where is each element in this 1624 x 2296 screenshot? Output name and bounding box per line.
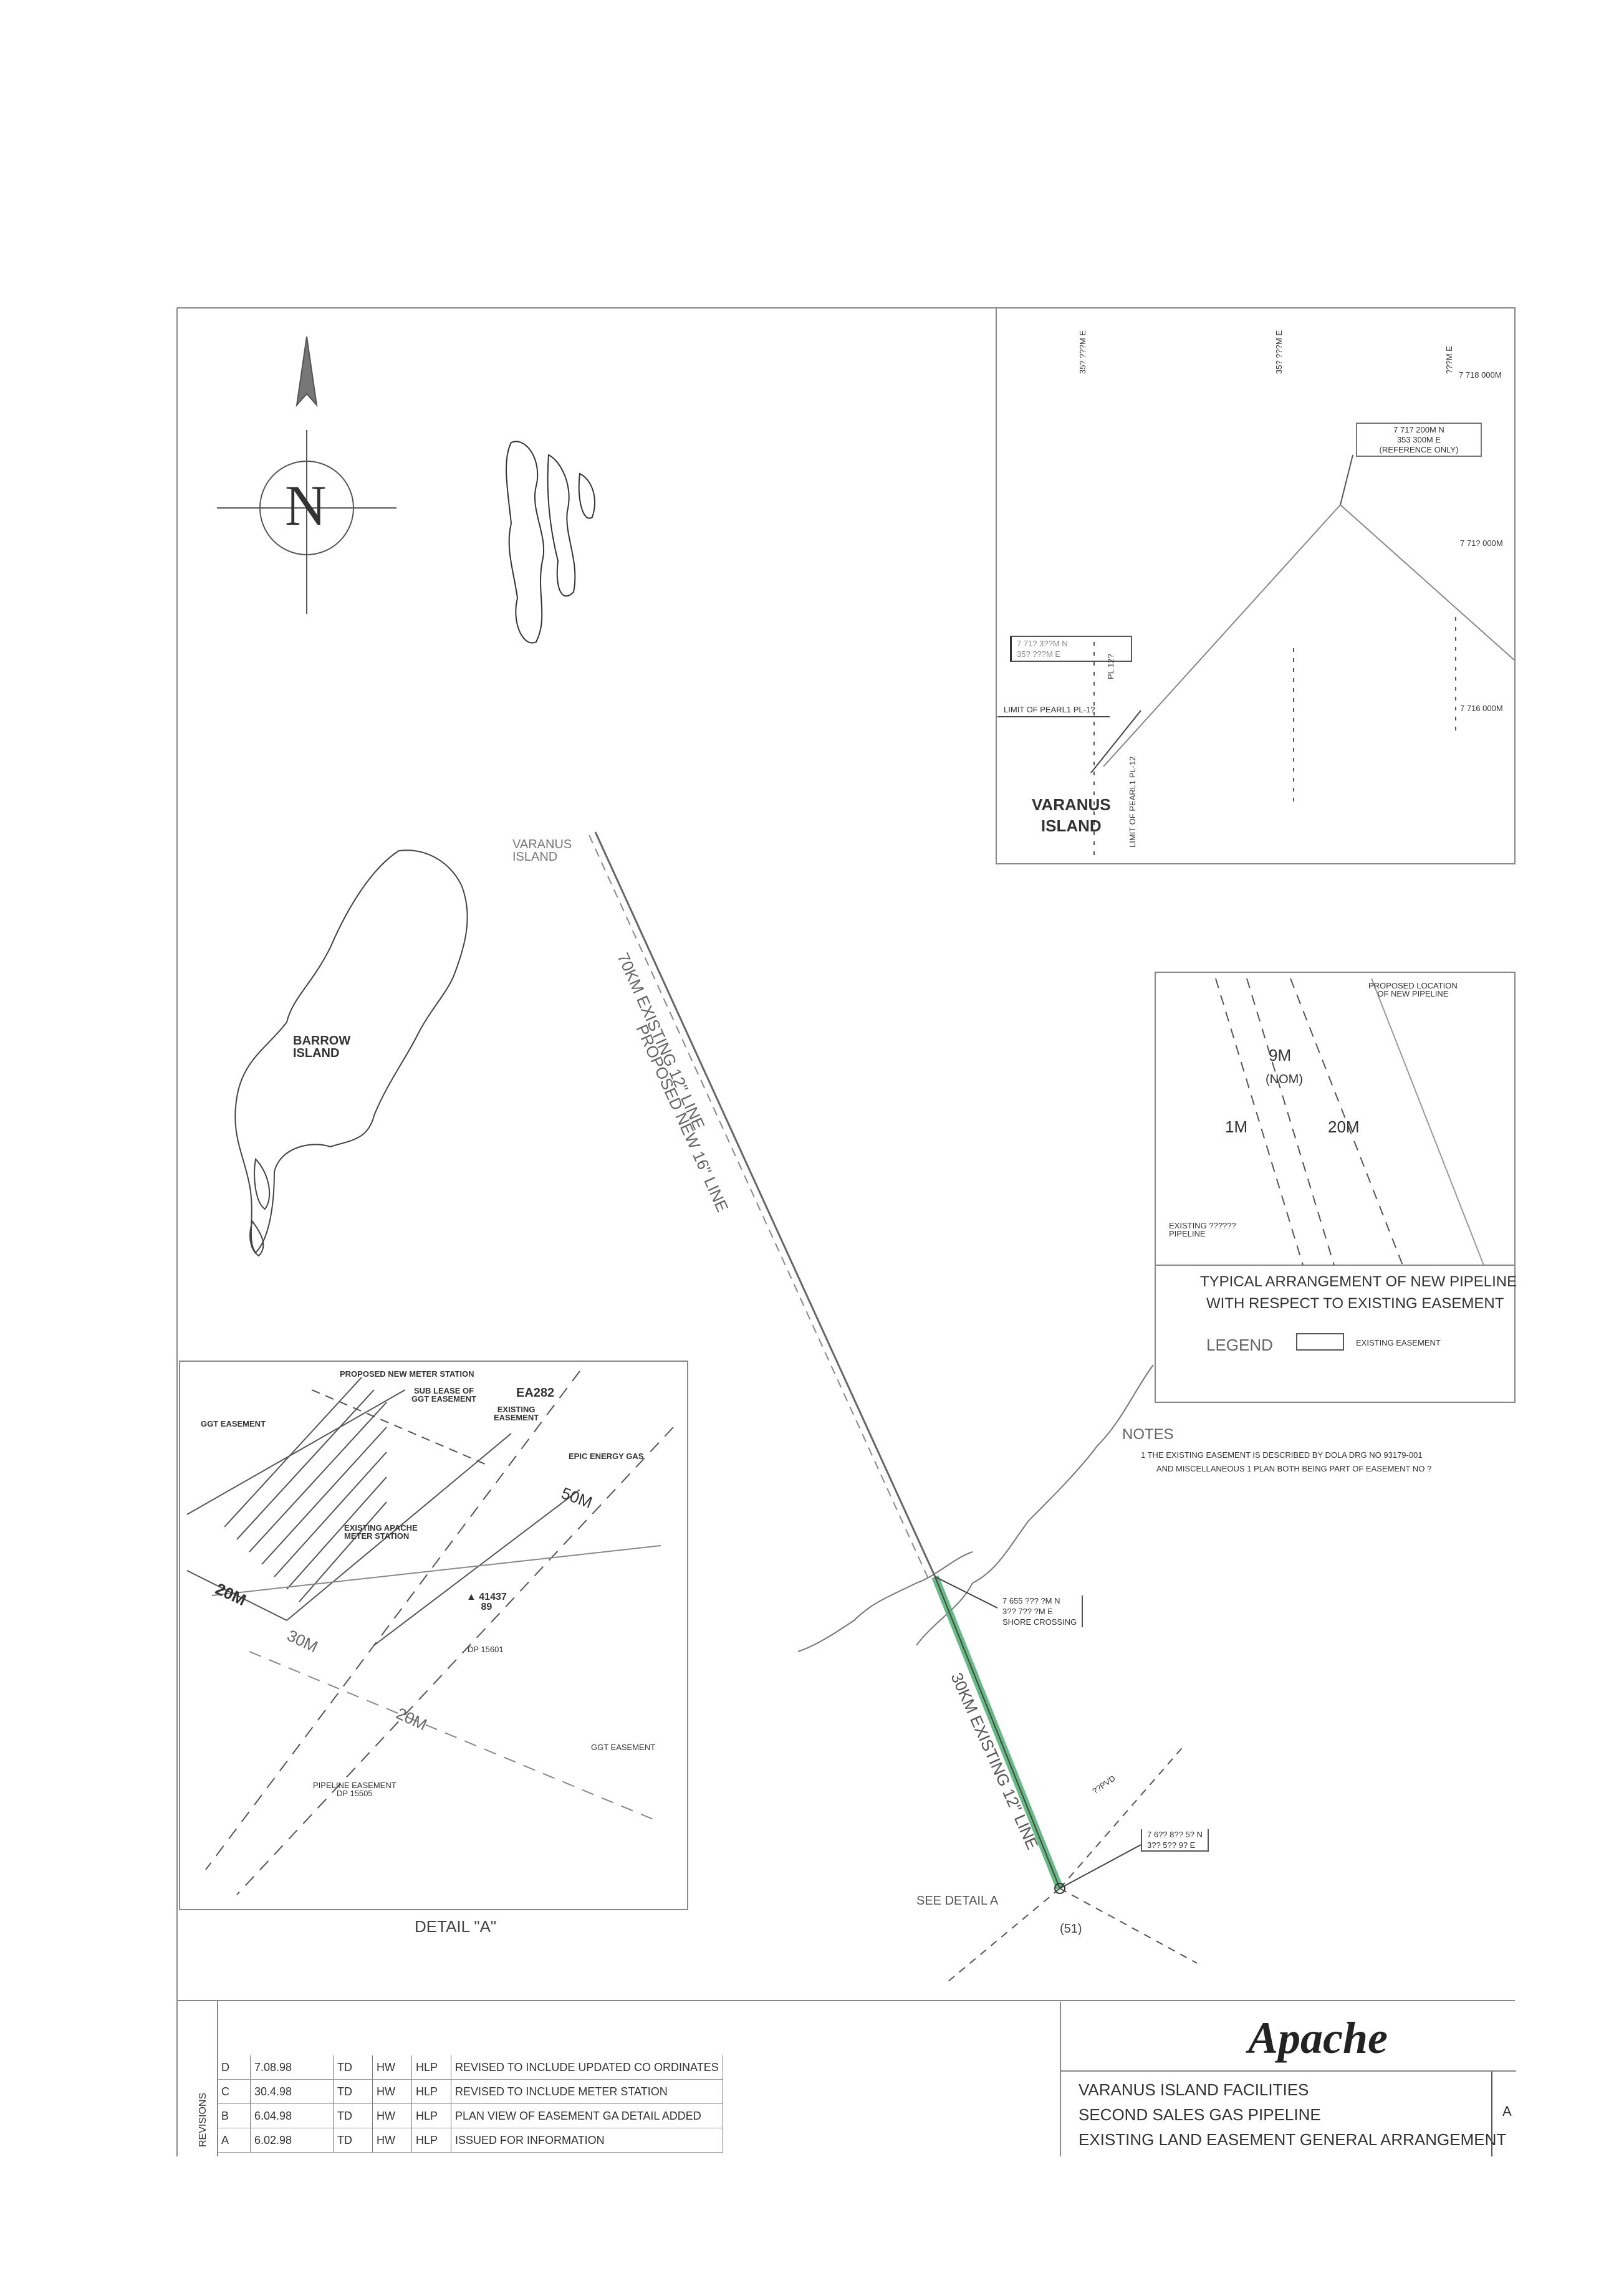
detail-a-hatch [224,1377,387,1602]
inset-small-northing: 7 71? 3??m N [1017,639,1068,648]
revision-rev: A [217,2128,251,2153]
sub-lease-label: SUB LEASE OF GGT EASEMENT [411,1386,477,1404]
arrangement-title-1: TYPICAL ARRANGEMENT OF NEW PIPELINE [1200,1273,1517,1290]
notes-title: NOTES [1122,1426,1174,1443]
revision-rev: C [217,2079,251,2104]
dim-nom: (nom) [1266,1073,1303,1086]
revision-chk: HW [372,2103,412,2128]
revision-chk: HW [372,2055,412,2080]
revision-app: HLP [411,2079,451,2104]
ea-label: EA282 [516,1386,555,1400]
meter-station-label: PROPOSED NEW METER STATION [340,1369,474,1379]
revision-date: 6.04.98 [250,2103,334,2128]
lot-label: ▲ 41437 89 [466,1592,507,1612]
ggt-easement-label: GGT EASEMENT [201,1419,266,1428]
revision-app: HLP [411,2128,451,2153]
title-line-3: EXISTING LAND EASEMENT GENERAL ARRANGEME… [1079,2130,1507,2149]
title-line-1: VARANUS ISLAND FACILITIES [1079,2080,1309,2099]
shore-crossing-box: 7 655 ??? ?m N 3?? 7?? ?m E SHORE CROSSI… [997,1595,1083,1627]
revision-by: TD [333,2103,373,2128]
epic-energy-label: EPIC ENERGY GAS [569,1452,644,1461]
drawing-size: A [1502,2103,1512,2119]
revision-desc: PLAN VIEW OF EASEMENT GA DETAIL ADDED [451,2103,723,2128]
revision-by: TD [333,2055,373,2080]
revisions-header: REVISIONS [198,2092,208,2147]
apache-station-label: EXISTING APACHE METER STATION [344,1523,418,1541]
dp-lot-label: DP 15601 [468,1645,504,1654]
limit-horizontal-label: LIMIT OF PEARL1 PL-1? [1004,705,1095,714]
revision-by: TD [333,2128,373,2153]
inset-small-easting: 35? ???m E [1017,649,1061,659]
see-detail-label: SEE DETAIL A [916,1894,999,1908]
end-point-easting: 3?? 5?? 9? E [1147,1840,1196,1850]
apache-logo: Apache [1248,2013,1388,2063]
inset-col-label-3: ???m E [1444,346,1454,374]
pipeline-easement-label: PIPELINE EASEMENT DP 15505 [313,1781,396,1798]
revision-desc: ISSUED FOR INFORMATION [451,2128,723,2153]
barrow-island-coast [234,849,468,1254]
legend-item: EXISTING EASEMENT [1356,1338,1441,1347]
inset-row-label-3: 7 716 000m [1460,704,1503,713]
inset-row-label-1: 7 718 000m [1459,370,1502,380]
revision-desc: REVISED TO INCLUDE UPDATED CO ORDINATES [451,2055,723,2080]
inset-col-label-1: 35? ???m E [1078,330,1087,374]
dim-1m: 1m [1225,1117,1248,1136]
notes-line-1: 1 THE EXISTING EASEMENT IS DESCRIBED BY … [1141,1450,1423,1460]
inset-small-box: 7 71? 3??m N 35? ???m E [1010,636,1132,662]
revision-rev: B [217,2103,251,2128]
reference-easting: 353 300m E [1396,435,1441,444]
reference-northing: 7 717 200m N [1393,425,1444,434]
inset-row-label-2: 7 71? 000m [1460,538,1503,548]
junction-code: (51) [1060,1922,1082,1936]
barrow-island-label: BARROW ISLAND [293,1034,351,1060]
revision-chk: HW [372,2128,412,2153]
north-arrow [217,336,396,614]
title-block: Apache VARANUS ISLAND FACILITIES SECOND … [1060,2002,1516,2156]
revision-app: HLP [411,2103,451,2128]
detail-a-title: DETAIL "A" [415,1917,497,1936]
limit-vertical-label: LIMIT OF PEARL1 PL-12 [1128,756,1137,848]
end-point-box: 7 6?? 8?? 5? N 3?? 5?? 9? E [1141,1829,1209,1852]
revision-chk: HW [372,2079,412,2104]
north-letter: N [285,474,327,537]
legend-label: LEGEND [1206,1336,1273,1354]
proposed-location-label: PROPOSED LOCATION OF NEW PIPELINE [1368,981,1458,998]
dim-9m: 9m [1269,1046,1292,1064]
shore-crossing-label: SHORE CROSSING [1002,1617,1077,1627]
notes-line-2: AND MISCELLANEOUS 1 PLAN BOTH BEING PART… [1156,1464,1432,1473]
arrangement-title-2: WITH RESPECT TO EXISTING EASEMENT [1206,1295,1504,1312]
inset-col-label-2: 35? ???m E [1274,330,1284,374]
existing-easement-label: EXISTING EASEMENT [494,1405,539,1422]
shore-crossing-easting: 3?? 7?? ?m E [1002,1607,1053,1616]
revision-by: TD [333,2079,373,2104]
end-point-northing: 7 6?? 8?? 5? N [1147,1830,1203,1839]
revision-desc: REVISED TO INCLUDE METER STATION [451,2079,723,2104]
shore-crossing-northing: 7 655 ??? ?m N [1002,1596,1060,1605]
reference-note: (REFERENCE ONLY) [1379,445,1459,454]
revision-app: HLP [411,2055,451,2080]
revision-date: 30.4.98 [250,2079,334,2104]
reference-box: 7 717 200m N 353 300m E (REFERENCE ONLY) [1356,423,1482,457]
title-line-2: SECOND SALES GAS PIPELINE [1079,2105,1321,2124]
existing-pipeline-label: EXISTING ?????? PIPELINE [1169,1221,1236,1238]
dim-20m: 20m [1328,1117,1360,1136]
ggt-east-label: GGT EASEMENT [591,1743,656,1752]
revisions-vertical-rules [217,2001,218,2156]
revision-rev: D [217,2055,251,2080]
revision-date: 6.02.98 [250,2128,334,2153]
revision-date: 7.08.98 [250,2055,334,2080]
varanus-island-label: VARANUS ISLAND [512,838,572,864]
inset-vertical-tag: PL 12? [1106,654,1115,679]
inset-varanus-label: VARANUS ISLAND [1032,795,1111,835]
